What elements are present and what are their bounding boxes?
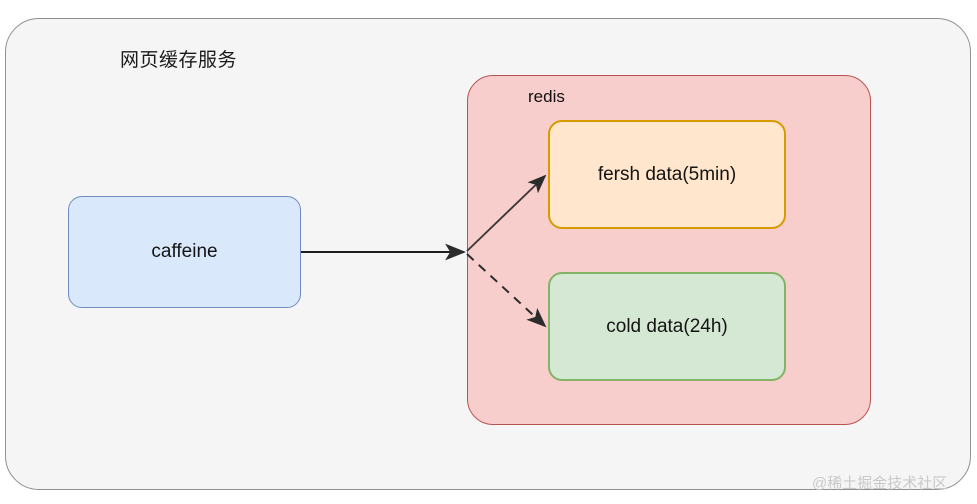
node-caffeine: caffeine: [68, 196, 301, 308]
node-fresh-data: fersh data(5min): [548, 120, 786, 229]
node-caffeine-label: caffeine: [151, 241, 218, 262]
redis-container-label: redis: [528, 87, 565, 106]
node-fresh-data-label: fersh data(5min): [597, 163, 737, 185]
node-cold-data: cold data(24h): [548, 272, 786, 381]
outer-container-label: 网页缓存服务: [120, 50, 238, 71]
watermark: @稀土掘金技术社区: [812, 475, 948, 492]
node-cold-data-label: cold data(24h): [606, 315, 728, 337]
